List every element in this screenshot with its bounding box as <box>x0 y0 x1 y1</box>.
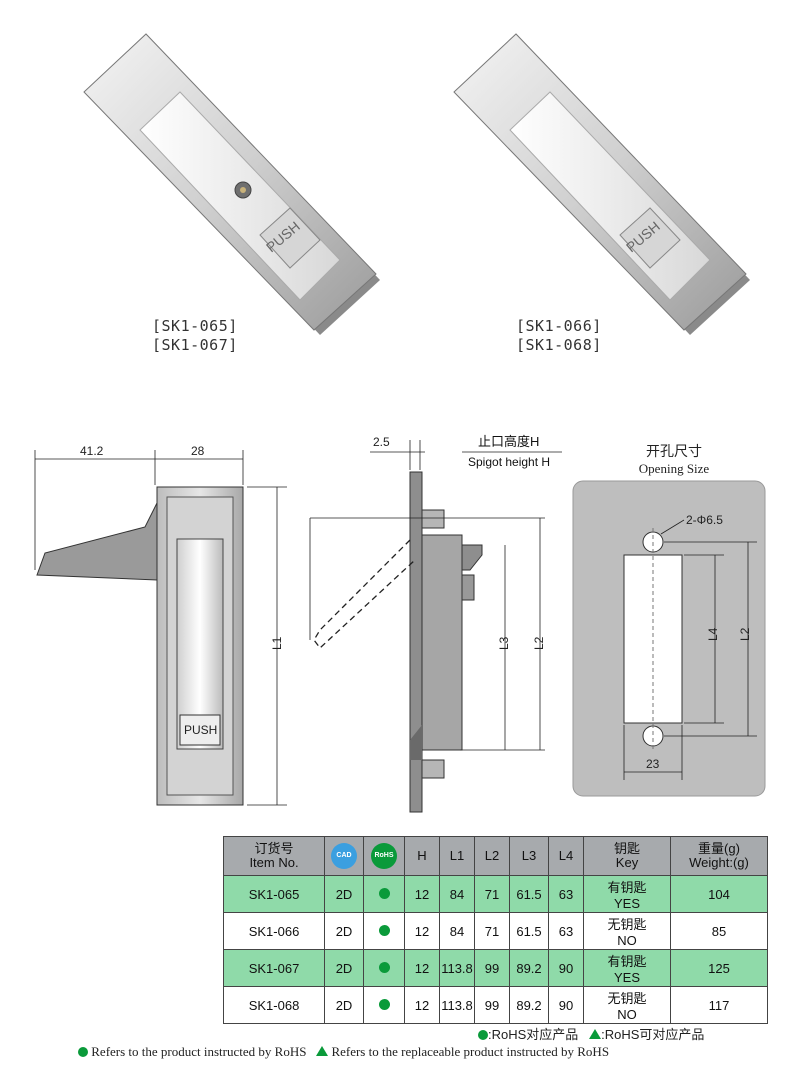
rohs-triangle-icon <box>589 1029 602 1039</box>
legend-en-tri: Refers to the replaceable product instru… <box>331 1044 610 1059</box>
cell-h: 12 <box>404 986 440 1024</box>
cell-l1: 113.8 <box>439 986 475 1024</box>
caption-sk1-068: [SK1-068] <box>516 336 602 354</box>
th-cad: CAD <box>324 836 364 876</box>
dim-41-2: 41.2 <box>80 444 104 458</box>
legend-cn-tri: :RoHS可对应产品 <box>601 1027 705 1042</box>
cell-weight: 125 <box>670 949 768 987</box>
caption-sk1-065: [SK1-065] <box>152 317 238 335</box>
rohs-dot-icon <box>378 924 390 936</box>
cell-l1: 84 <box>439 875 475 913</box>
cell-h: 12 <box>404 949 440 987</box>
cell-rohs <box>363 912 405 950</box>
cell-l4: 63 <box>548 875 584 913</box>
cell-l4: 90 <box>548 949 584 987</box>
dim-holes: 2-Φ6.5 <box>686 513 723 527</box>
cell-h: 12 <box>404 875 440 913</box>
push-label: PUSH <box>184 723 217 737</box>
spigot-label-cn: 止口高度H <box>478 434 539 449</box>
cell-weight: 104 <box>670 875 768 913</box>
rohs-dot-icon <box>378 998 390 1010</box>
dim-l1: L1 <box>270 636 284 650</box>
cell-cad: 2D <box>324 949 364 987</box>
dim-l2-side: L2 <box>532 636 546 650</box>
cad-icon: CAD <box>331 843 357 869</box>
opening-title-en: Opening Size <box>638 461 710 476</box>
th-l2: L2 <box>474 836 510 876</box>
cell-weight: 117 <box>670 986 768 1024</box>
th-h: H <box>404 836 440 876</box>
rohs-triangle-icon <box>316 1046 329 1056</box>
caption-sk1-066: [SK1-066] <box>516 317 602 335</box>
cell-cad: 2D <box>324 875 364 913</box>
dim-2-5: 2.5 <box>373 435 390 449</box>
cell-l2: 71 <box>474 875 510 913</box>
cell-l1: 113.8 <box>439 949 475 987</box>
dim-28: 28 <box>191 444 205 458</box>
dim-23: 23 <box>646 757 660 771</box>
cell-cad: 2D <box>324 912 364 950</box>
th-weight: 重量(g)Weight:(g) <box>670 836 768 876</box>
cell-l3: 89.2 <box>509 986 549 1024</box>
cell-l3: 61.5 <box>509 912 549 950</box>
product-photo-sk1-066: PUSH <box>453 33 750 335</box>
legend-cn: :RoHS对应产品 :RoHS可对应产品 <box>478 1024 704 1043</box>
th-rohs: RoHS <box>363 836 405 876</box>
cell-item: SK1-068 <box>223 986 325 1024</box>
caption-right: [SK1-066] [SK1-068] <box>516 317 602 355</box>
cell-rohs <box>363 875 405 913</box>
caption-sk1-067: [SK1-067] <box>152 336 238 354</box>
cell-l3: 89.2 <box>509 949 549 987</box>
cell-item: SK1-066 <box>223 912 325 950</box>
cell-weight: 85 <box>670 912 768 950</box>
opening-size-drawing: 2-Φ6.5 L4 L2 23 <box>572 480 766 797</box>
th-l1: L1 <box>439 836 475 876</box>
rohs-dot-icon <box>78 1047 88 1057</box>
cell-l1: 84 <box>439 912 475 950</box>
front-view-drawing: 41.2 28 PUSH L1 <box>34 444 287 806</box>
cell-l4: 90 <box>548 986 584 1024</box>
cell-l2: 99 <box>474 949 510 987</box>
cell-h: 12 <box>404 912 440 950</box>
cell-item: SK1-065 <box>223 875 325 913</box>
product-photo-sk1-065: PUSH <box>83 33 380 335</box>
legend-en: Refers to the product instructed by RoHS… <box>78 1044 609 1060</box>
th-l4: L4 <box>548 836 584 876</box>
cell-l4: 63 <box>548 912 584 950</box>
cell-rohs <box>363 986 405 1024</box>
rohs-dot-icon <box>378 887 390 899</box>
cell-rohs <box>363 949 405 987</box>
cell-item: SK1-067 <box>223 949 325 987</box>
caption-left: [SK1-065] [SK1-067] <box>152 317 238 355</box>
th-l3: L3 <box>509 836 549 876</box>
opening-title-cn: 开孔尺寸 <box>646 443 702 459</box>
rohs-dot-icon <box>478 1030 488 1040</box>
legend-en-dot: Refers to the product instructed by RoHS <box>91 1044 307 1059</box>
dim-l2-opening: L2 <box>738 627 752 641</box>
dim-l3: L3 <box>497 636 511 650</box>
cell-cad: 2D <box>324 986 364 1024</box>
spigot-label-en: Spigot height H <box>468 455 550 469</box>
cell-l2: 71 <box>474 912 510 950</box>
dim-l4: L4 <box>706 627 720 641</box>
opening-title: 开孔尺寸 Opening Size <box>622 441 726 477</box>
cell-l2: 99 <box>474 986 510 1024</box>
legend-cn-dot: :RoHS对应产品 <box>488 1027 579 1042</box>
side-view-drawing: 2.5 止口高度H Spigot height H L3 L2 <box>309 434 562 813</box>
rohs-dot-icon <box>378 961 390 973</box>
rohs-icon: RoHS <box>371 843 397 869</box>
cell-l3: 61.5 <box>509 875 549 913</box>
